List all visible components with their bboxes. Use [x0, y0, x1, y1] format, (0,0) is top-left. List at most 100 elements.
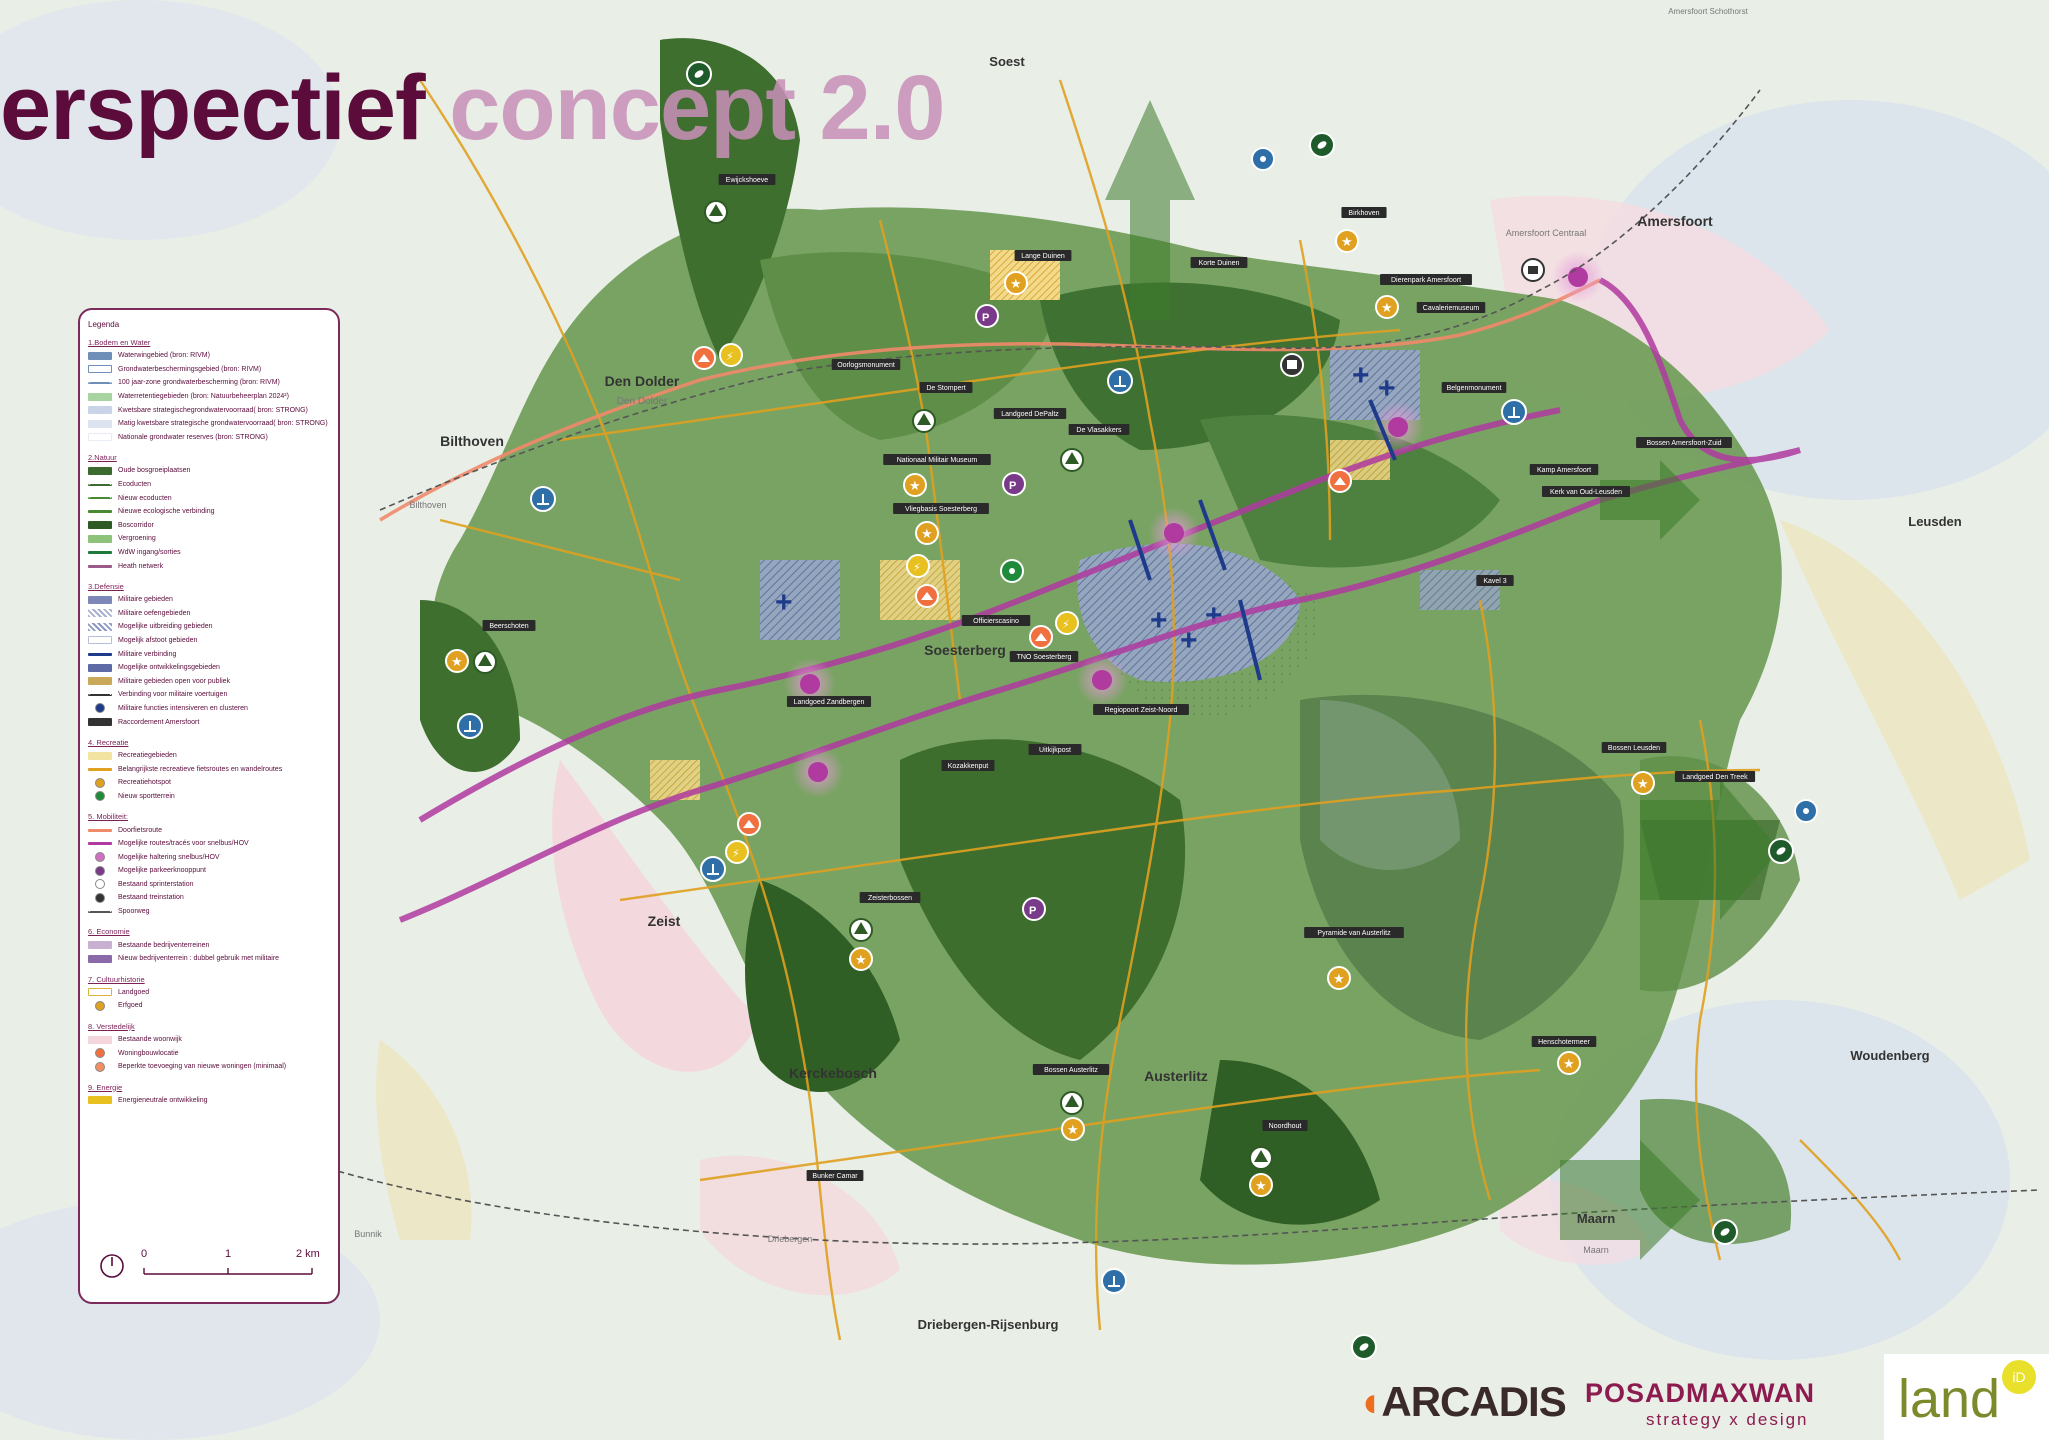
poi-label-text: Bunker Camar [812, 1173, 858, 1180]
legend-section-title: 1.Bodem en Water [88, 338, 151, 347]
water-icon [1107, 368, 1133, 394]
legend-item-label: Raccordement Amersfoort [118, 718, 200, 726]
legend-item: Nieuwe ecologische verbinding [88, 505, 330, 519]
legend-item-label: Militaire oefengebieden [118, 609, 191, 617]
svg-text:★: ★ [451, 655, 463, 670]
energy-icon: ⚡ [725, 840, 749, 864]
svg-text:★: ★ [1563, 1057, 1575, 1072]
poi-label-text: Lange Duinen [1021, 253, 1065, 260]
poi-label-text: Landgoed DePaltz [1001, 411, 1059, 418]
legend-item-label: Spoorweg [118, 908, 150, 916]
legend-item: Mogelijke ontwikkelingsgebieden [88, 661, 330, 675]
arcadis-logo: ◖ARCADIS [1357, 1378, 1567, 1426]
tree-icon [912, 409, 936, 433]
poi-label-text: De Stompert [926, 385, 965, 392]
legend-item: Vergroening [88, 532, 330, 546]
water-icon [1501, 399, 1527, 425]
svg-text:★: ★ [1255, 1179, 1267, 1194]
legend-item: Waterretentiegebieden (bron: Natuurbehee… [88, 390, 330, 404]
legend-section-title: 8. Verstedelijk [88, 1021, 135, 1031]
legend-item: Recreatiehotspot [88, 776, 330, 790]
poi-label: Landgoed Zandbergen [786, 696, 872, 707]
scale-tick-0: 0 [141, 1248, 148, 1260]
water-icon [700, 856, 726, 882]
legend-item: Nationale grondwater reserves (bron: STR… [88, 431, 330, 445]
water-icon [457, 713, 483, 739]
legend-item: Militaire functies intensiveren en clust… [88, 702, 330, 716]
legend-item: Boscorridor [88, 519, 330, 533]
legend-item-label: Mogelijke haltering snelbus/HOV [118, 853, 220, 861]
legend-item-label: Landgoed [118, 988, 150, 996]
legend-item-label: Militaire verbinding [118, 650, 177, 658]
legend-item-label: Woningbouwlocatie [118, 1049, 179, 1057]
ecological-arrows [1105, 100, 1780, 1260]
legend-item: Mogelijke routes/tracés voor snelbus/HOV [88, 837, 330, 851]
arcadis-logo-text: ARCADIS [1381, 1378, 1566, 1425]
legend-item: Bestaande bedrijventerreinen [88, 938, 330, 952]
svg-text:★: ★ [1067, 1123, 1079, 1138]
tree-icon [1249, 1146, 1273, 1170]
tree-icon [1060, 448, 1084, 472]
train-icon [1280, 353, 1304, 377]
poi-label: De Vlasakkers [1068, 424, 1130, 435]
poi-label-text: Oorlogsmonument [837, 362, 895, 369]
poi-label: Vliegbasis Soesterberg [893, 503, 989, 514]
legend-item-label: Nieuwe ecologische verbinding [118, 508, 215, 516]
legend-swatch [88, 663, 112, 672]
poi-label: Uitkijkpost [1028, 744, 1082, 755]
poi-label: Regiopoort Zeist-Noord [1093, 704, 1189, 715]
svg-text:★: ★ [1637, 777, 1649, 792]
svg-text:P: P [1029, 905, 1036, 917]
legend-item: 100 jaar-zone grondwaterbescherming (bro… [88, 376, 330, 390]
poi-label: Nationaal Militair Museum [883, 454, 991, 465]
land-logo-text: land [1898, 1369, 2001, 1429]
legend-item-label: Bestaand treinstation [118, 894, 184, 902]
legend-item-label: Beperkte toevoeging van nieuwe woningen … [118, 1063, 287, 1071]
place-name: Amersfoort [1637, 213, 1713, 229]
legend-swatch [88, 751, 112, 760]
poi-label-text: Uitkijkpost [1039, 747, 1071, 754]
parking-icon: P [1002, 472, 1026, 496]
legend-swatch [88, 1035, 112, 1044]
star-icon: ★ [445, 649, 469, 673]
svg-text:P: P [982, 312, 989, 324]
place-name: Amersfoort Centraal [1506, 228, 1587, 238]
star-icon: ★ [903, 473, 927, 497]
legend-swatch [88, 636, 112, 645]
poi-label: Korte Duinen [1190, 257, 1248, 268]
house-icon [737, 812, 761, 836]
legend-section-title: 4. Recreatie [88, 737, 129, 747]
legend-item: Bestaand treinstation [88, 891, 330, 905]
legend-item: Heath netwerk [88, 559, 330, 573]
poi-label: TNO Soesterberg [1009, 651, 1079, 662]
legend-swatch [95, 1000, 105, 1011]
poi-label: Belgenmonument [1441, 382, 1507, 393]
info-icon [1251, 147, 1275, 171]
place-name: Soest [989, 54, 1025, 69]
legend-swatch [88, 551, 112, 555]
legend-item-label: Nieuw sportterrein [118, 792, 175, 800]
star-icon: ★ [1249, 1173, 1273, 1197]
legend-swatch [88, 365, 112, 374]
legend-item: Militaire oefengebieden [88, 607, 330, 621]
place-name: Woudenberg [1850, 1048, 1929, 1063]
svg-text:⚡: ⚡ [913, 561, 921, 574]
energy-icon: ⚡ [719, 343, 743, 367]
poi-label-text: Ewijckshoeve [726, 177, 769, 184]
legend-item-label: Vergroening [118, 535, 156, 543]
place-name: Zeist [648, 913, 681, 929]
svg-text:★: ★ [1010, 277, 1022, 292]
legend-item-label: 100 jaar-zone grondwaterbescherming (bro… [118, 379, 280, 387]
land-id-logo: land iD [1884, 1354, 2049, 1440]
leaf-icon [1712, 1219, 1738, 1245]
poi-label-text: Regiopoort Zeist-Noord [1105, 707, 1178, 714]
leaf-icon [686, 61, 712, 87]
partner-logos: ◖ARCADIS POSADMAXWAN strategy x design l… [1321, 1348, 2049, 1440]
legend-item: Grondwaterbeschermingsgebied (bron: RIVM… [88, 363, 330, 377]
legend-item: Militaire gebieden open voor publiek [88, 674, 330, 688]
poi-label: Pyramide van Austerlitz [1304, 927, 1404, 938]
legend-swatch [88, 693, 112, 696]
parking-icon: P [975, 304, 999, 328]
